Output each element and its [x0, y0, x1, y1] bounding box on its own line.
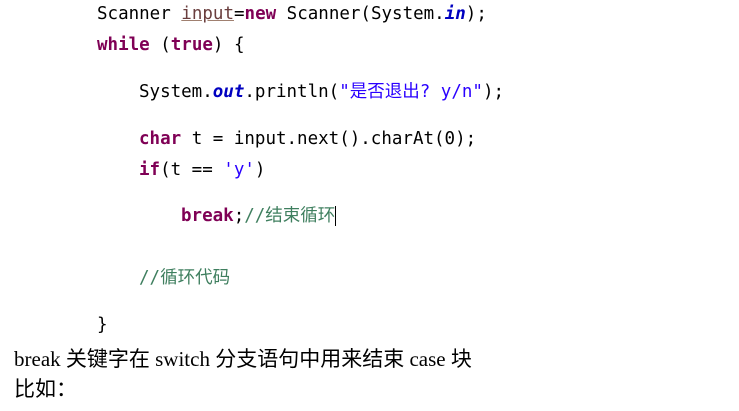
code-line-scanner: Scanner input=new Scanner(System.in);: [97, 3, 487, 25]
code: ;: [233, 206, 245, 226]
keyword: if: [139, 160, 161, 180]
string: "是否退出? y/n": [339, 82, 483, 102]
code-line-println: System.out.println("是否退出? y/n");: [139, 81, 504, 103]
code: (: [149, 35, 171, 55]
code-line-char: char t = input.next().charAt(0);: [139, 128, 476, 150]
code-line-comment: //循环代码: [139, 267, 230, 289]
code: Scanner(System.: [276, 4, 445, 24]
code-line-brace: }: [97, 314, 108, 336]
code: ) {: [212, 35, 245, 55]
code: );: [465, 4, 487, 24]
string: 'y': [223, 160, 255, 180]
code-line-while: while (true) {: [97, 34, 245, 56]
code: ): [254, 160, 266, 180]
keyword: break: [181, 206, 234, 226]
keyword: true: [170, 35, 213, 55]
code-line-break: break;//结束循环: [181, 205, 337, 227]
paragraph-example-label: 比如：: [14, 377, 77, 401]
closing-brace: }: [97, 315, 108, 335]
paragraph-break-description: break 关键字在 switch 分支语句中用来结束 case 块: [14, 347, 472, 371]
field: in: [444, 4, 466, 24]
text-cursor: [335, 206, 337, 226]
code: );: [482, 82, 505, 102]
code: .println(: [244, 82, 340, 102]
code: System.: [139, 82, 213, 102]
operator: =: [233, 4, 245, 24]
type: Scanner: [97, 4, 182, 24]
keyword: new: [244, 4, 277, 24]
comment: //循环代码: [139, 268, 231, 288]
code-line-if: if(t == 'y'): [139, 159, 265, 181]
keyword: char: [139, 129, 182, 149]
variable-input: input: [181, 4, 234, 24]
code: t = input.next().charAt(0);: [181, 129, 477, 149]
comment: //结束循环: [244, 206, 336, 226]
code: (t ==: [160, 160, 224, 180]
field: out: [212, 82, 245, 102]
keyword: while: [97, 35, 150, 55]
